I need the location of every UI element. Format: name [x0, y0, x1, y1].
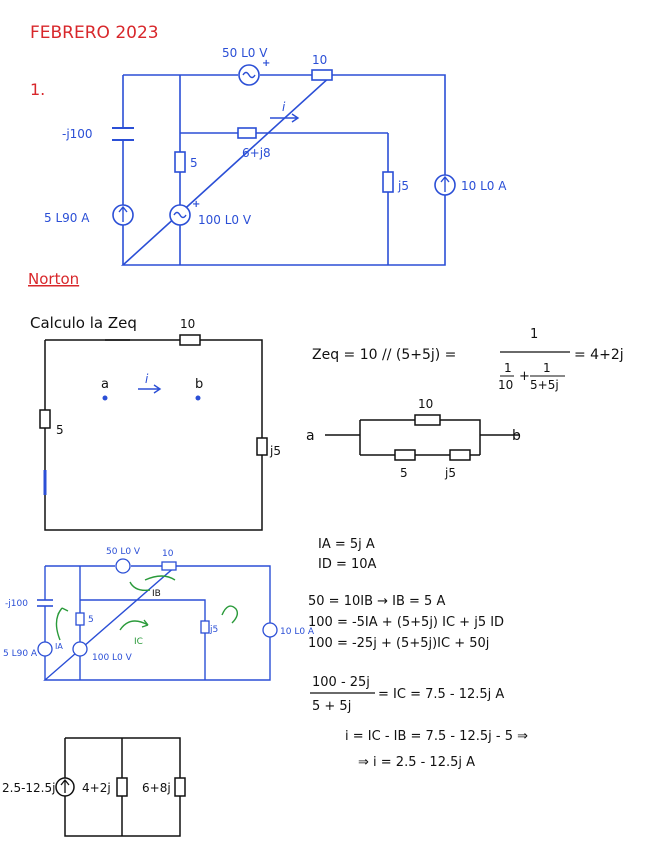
c2-left-resistor-label: 5	[88, 615, 94, 625]
norton-heading: Norton	[28, 270, 79, 288]
zeq-circuit	[44, 339, 263, 531]
eq-1: 50 = 10IB → IB = 5 A	[308, 594, 445, 609]
resistor-icon	[39, 409, 51, 429]
loop-IB: IB	[152, 589, 161, 599]
mid-voltage-source-label: 100 L0 V	[198, 213, 252, 227]
eq-IA: IA = 5j A	[318, 537, 375, 552]
norton-equivalent	[64, 737, 181, 837]
frac-denominator: 5 + 5j	[312, 699, 351, 714]
zeq-calc-label: Calculo la Zeq	[30, 314, 137, 332]
page-title: FEBRERO 2023	[30, 23, 159, 43]
impedance-icon	[256, 437, 268, 456]
voltage-source-icon	[115, 558, 131, 574]
eq-2: 100 = -5IA + (5+5j) IC + j5 ID	[308, 615, 504, 630]
capacitor-label: -j100	[62, 127, 93, 141]
zeq-result: = 4+2j	[574, 347, 624, 363]
branch-current-label: i	[282, 100, 286, 114]
impedance-icon	[116, 777, 128, 797]
voltage-source-icon	[72, 641, 88, 657]
c2-capacitor-label: -j100	[5, 599, 28, 609]
equations-block: IA = 5j A ID = 10A 50 = 10IB → IB = 5 A …	[308, 537, 528, 770]
c2-top-source-label: 50 L0 V	[106, 547, 141, 557]
resistor-icon	[414, 414, 441, 426]
circuit-1-components	[112, 64, 456, 226]
left-resistor-label: 5	[190, 156, 198, 170]
svg-text:+: +	[262, 58, 270, 69]
impedance-icon	[200, 620, 210, 634]
c2-top-resistor-label: 10	[162, 549, 174, 559]
impedance-icon	[174, 777, 186, 797]
c2-left-current-source-label: 5 L90 A	[3, 649, 38, 659]
current-source-icon	[37, 641, 53, 657]
circuit-1	[120, 74, 446, 266]
right-impedance-label: j5	[397, 179, 409, 193]
zeq-node-b: b	[195, 377, 203, 392]
zeq-plus: +	[519, 369, 530, 384]
zeq-node-a: a	[101, 377, 109, 392]
norton-z2-label: 6+8j	[142, 781, 171, 795]
eq-node-a: a	[306, 428, 315, 444]
resistor-icon	[174, 151, 186, 173]
impedance-icon	[449, 449, 471, 461]
current-source-icon	[262, 622, 278, 638]
frac-numerator: 100 - 25j	[312, 675, 370, 690]
zeq-lhs: Zeq = 10 // (5+5j) =	[312, 347, 456, 363]
resistor-icon	[394, 449, 416, 461]
zeq-d2-den: 5+5j	[530, 378, 559, 392]
svg-text:+: +	[192, 199, 200, 210]
left-current-source-label: 5 L90 A	[44, 211, 90, 225]
frac-result: = IC = 7.5 - 12.5j A	[378, 687, 504, 702]
impedance-icon	[237, 127, 257, 139]
zeq-d1-den: 10	[498, 378, 513, 392]
capacitor-icon	[112, 127, 134, 141]
c2-right-impedance-label: j5	[209, 625, 218, 635]
loop-IA: IA	[55, 642, 63, 651]
circuit-2	[43, 565, 271, 681]
zeq-d2-num: 1	[543, 361, 551, 375]
eq-bottom-impedance-label: j5	[444, 466, 456, 480]
resistor-icon	[179, 334, 201, 346]
right-current-source-label: 10 L0 A	[461, 179, 507, 193]
branch-impedance-label: 6+j8	[242, 146, 271, 160]
eq-node-b: b	[512, 428, 521, 444]
c2-mid-voltage-source-label: 100 L0 V	[92, 653, 133, 663]
source-glyphs	[118, 71, 450, 222]
i-line-1: i = IC - IB = 7.5 - 12.5j - 5 ⇒	[345, 729, 528, 744]
zeq-current: i	[145, 372, 149, 386]
eq-ID: ID = 10A	[318, 557, 377, 572]
zeq-top-resistor-label: 10	[180, 317, 195, 331]
eq-bottom-resistor-label: 5	[400, 466, 408, 480]
node-a-dot	[102, 395, 108, 401]
mesh-loops	[55, 575, 239, 641]
eq-3: 100 = -25j + (5+5j)IC + 50j	[308, 636, 489, 651]
top-source-label: 50 L0 V	[222, 46, 268, 60]
zeq-d1-num: 1	[504, 361, 512, 375]
resistor-icon	[311, 69, 333, 81]
i-line-2: ⇒ i = 2.5 - 12.5j A	[358, 755, 475, 770]
zeq-right-impedance-label: j5	[269, 444, 281, 458]
resistor-icon	[75, 612, 85, 626]
norton-z1-label: 4+2j	[82, 781, 111, 795]
norton-source-label: 2.5-12.5j	[2, 781, 55, 795]
impedance-icon	[382, 171, 394, 193]
c2-right-current-source-label: 10 L0 A	[280, 627, 315, 637]
zeq-left-resistor-label: 5	[56, 423, 64, 437]
resistor-icon	[161, 561, 177, 571]
problem-number: 1.	[30, 80, 45, 99]
equivalent-network	[325, 414, 520, 461]
zeq-numerator: 1	[530, 327, 538, 342]
node-b-dot	[195, 395, 201, 401]
top-resistor-label: 10	[312, 53, 327, 67]
loop-IC: IC	[134, 637, 143, 647]
eq-top-resistor-label: 10	[418, 397, 433, 411]
